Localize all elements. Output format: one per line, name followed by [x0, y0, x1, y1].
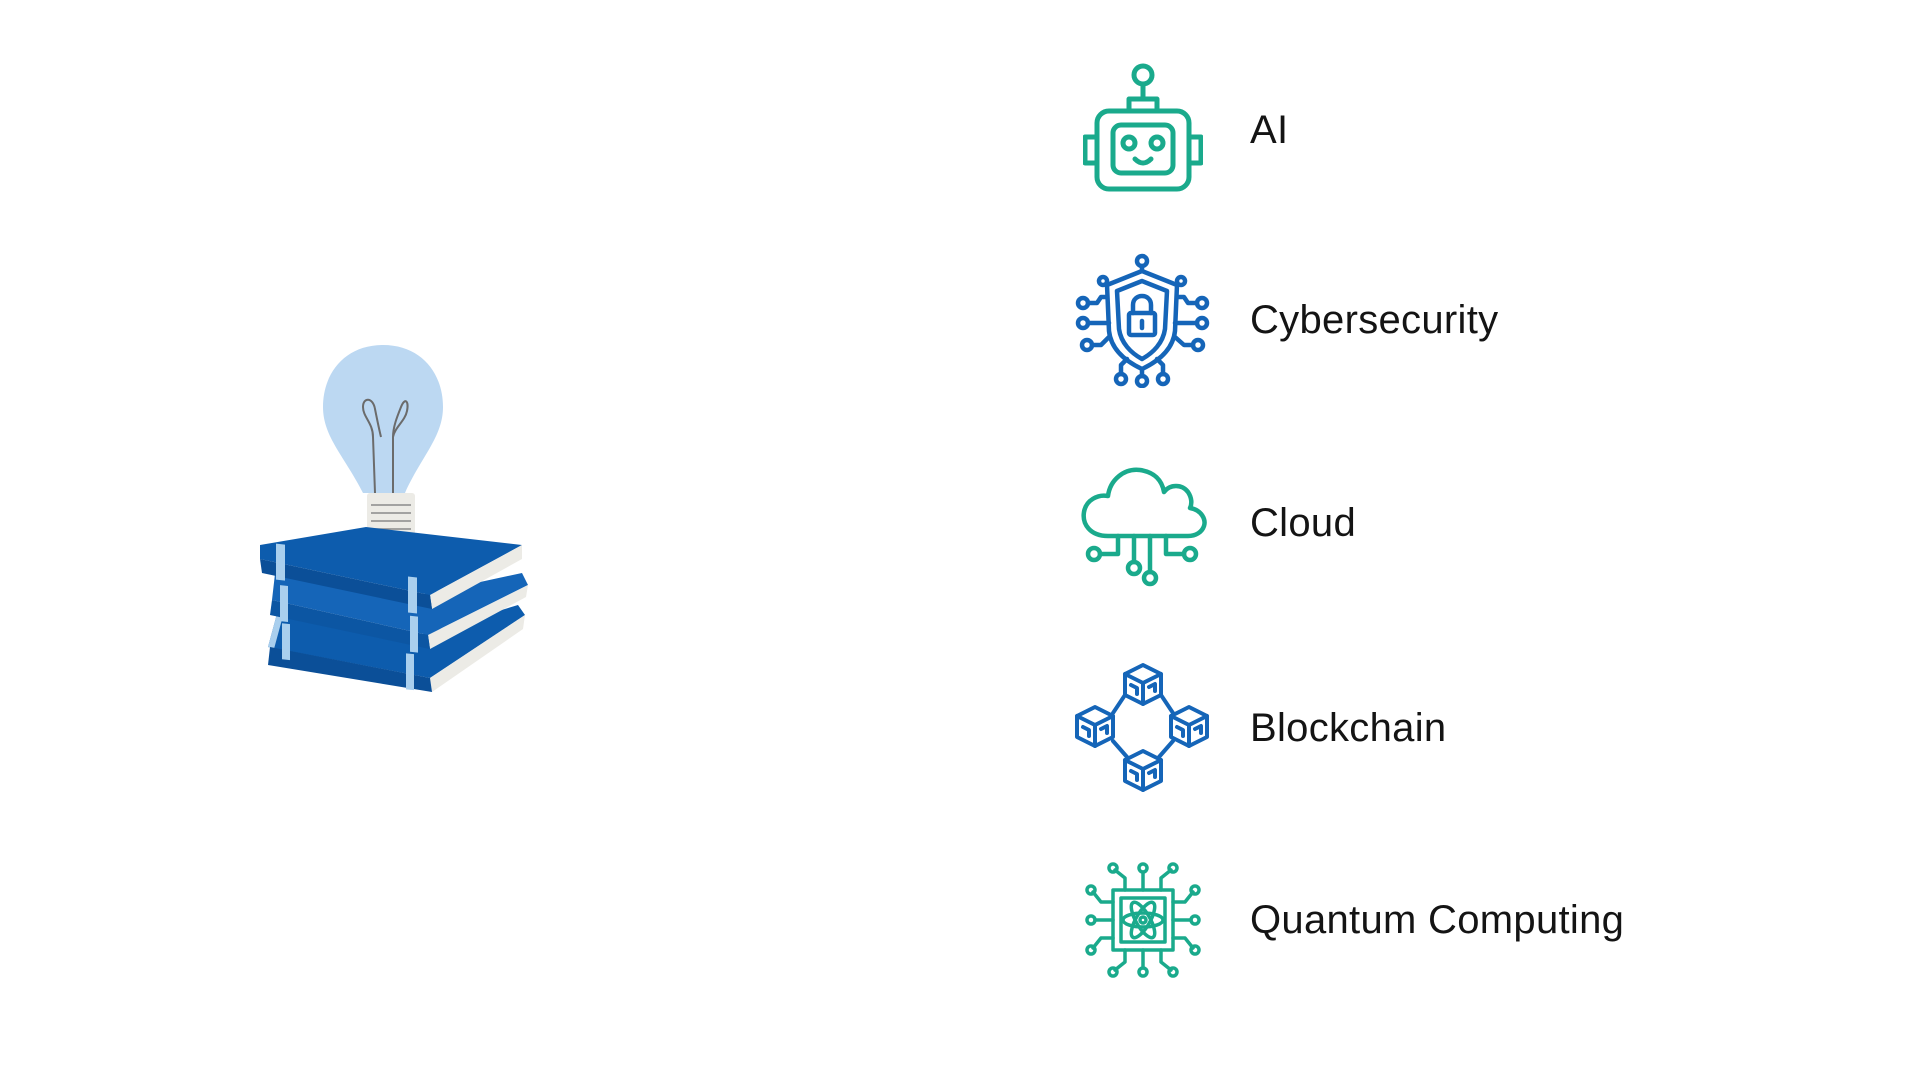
topic-label: Cloud	[1250, 500, 1357, 545]
topic-item-ai: AI	[1075, 60, 1288, 200]
topic-list: AI	[1075, 50, 1775, 1010]
topic-item-quantum-computing: Quantum Computing	[1075, 850, 1624, 990]
topic-item-cloud: Cloud	[1075, 453, 1356, 593]
topic-label: Quantum Computing	[1250, 897, 1625, 942]
quantum-chip-icon	[1075, 853, 1210, 988]
topic-item-cybersecurity: Cybersecurity	[1075, 250, 1498, 390]
shield-lock-circuit-icon	[1075, 253, 1210, 388]
topic-label: Cybersecurity	[1250, 297, 1499, 342]
robot-icon	[1075, 63, 1210, 198]
blockchain-cubes-icon	[1075, 661, 1210, 796]
cloud-network-icon	[1075, 456, 1210, 591]
topic-item-blockchain: Blockchain	[1075, 658, 1446, 798]
topic-label: AI	[1250, 107, 1289, 152]
lightbulb-books-illustration	[260, 345, 550, 730]
lightbulb-on-books-icon	[260, 345, 528, 692]
topic-label: Blockchain	[1250, 705, 1447, 750]
